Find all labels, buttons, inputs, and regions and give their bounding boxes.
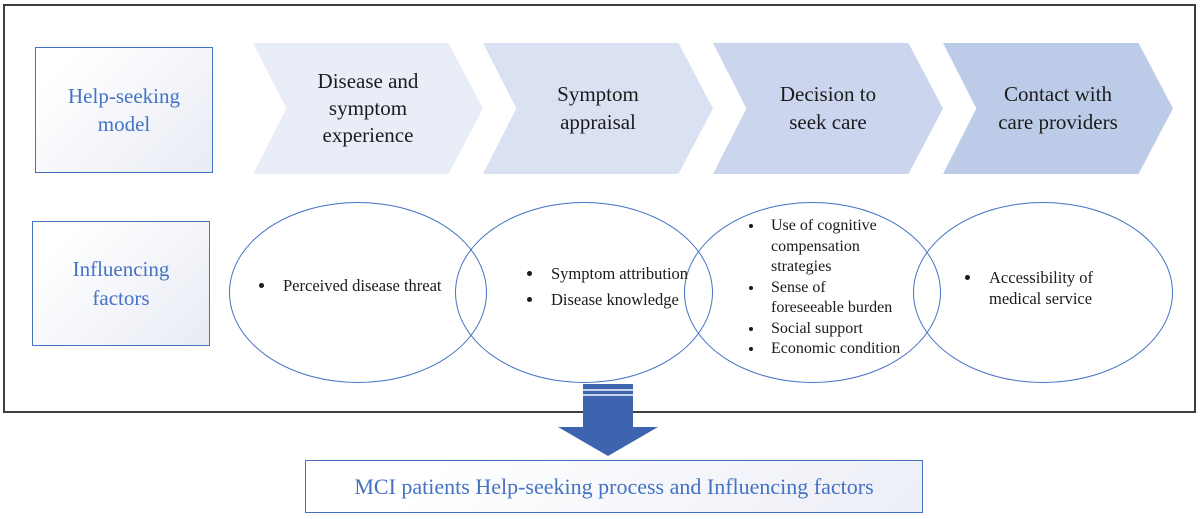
influencing-factors-label: Influencing factors [72, 257, 170, 310]
stage-chevron-contact-care-providers: Contact with care providers [943, 43, 1173, 174]
stage-chevron-disease-symptom-experience: Disease and symptom experience [253, 43, 483, 174]
factor-item: Economic condition [764, 339, 936, 360]
factor-list-2: Symptom attribution Disease knowledge [544, 261, 749, 313]
factor-item: Perceived disease threat [276, 274, 491, 298]
factor-item: Accessibility of medical service [982, 267, 1162, 309]
stage-label: Symptom appraisal [557, 82, 639, 134]
diagram-caption-box: MCI patients Help-seeking process and In… [305, 460, 923, 513]
stage-label: Decision to seek care [779, 82, 877, 134]
factor-item: Social support [764, 319, 936, 340]
factor-item: Symptom attribution [544, 261, 749, 287]
stage-chevron-decision-to-seek-care: Decision to seek care [713, 43, 943, 174]
factor-list-3: Use of cognitive compensation strategies… [764, 216, 936, 360]
factor-list-1: Perceived disease threat [276, 274, 491, 298]
diagram-caption: MCI patients Help-seeking process and In… [354, 473, 874, 499]
stage-label: Contact with care providers [998, 82, 1118, 134]
stage-chevron-symptom-appraisal: Symptom appraisal [483, 43, 713, 174]
down-arrow-icon [558, 427, 658, 456]
factor-item: Use of cognitive compensation strategies [764, 216, 936, 278]
factor-item: Sense of foreseeable burden [764, 278, 936, 319]
down-arrow-shaft [583, 384, 633, 428]
factor-list-4: Accessibility of medical service [982, 267, 1162, 309]
stage-label: Disease and symptom experience [317, 68, 419, 148]
factor-item: Disease knowledge [544, 287, 749, 313]
influencing-factors-label-box: Influencing factors [32, 221, 210, 346]
factors-ellipse-4 [913, 202, 1173, 383]
help-seeking-model-label: Help-seeking model [68, 83, 180, 136]
help-seeking-model-label-box: Help-seeking model [35, 47, 213, 173]
